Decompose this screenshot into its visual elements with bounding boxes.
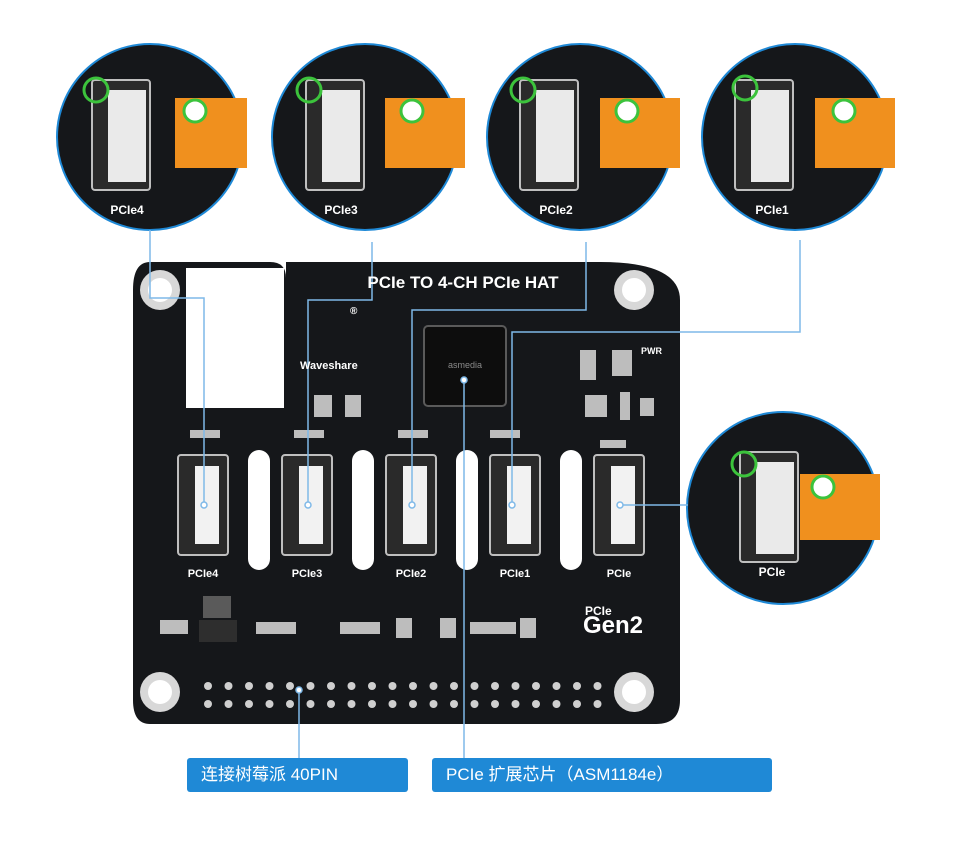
zoom-circles: [56, 43, 895, 605]
svg-text:asmedia: asmedia: [448, 360, 482, 370]
gpio-pin: [368, 682, 376, 690]
gpio-pin: [265, 700, 274, 708]
gpio-pin: [327, 700, 335, 708]
zoom-label-pcie4: PCIe4: [110, 203, 144, 217]
gpio-pin: [204, 700, 212, 708]
gpio-pin: [306, 682, 315, 690]
gpio-pin: [573, 682, 581, 690]
gpio-pin: [470, 682, 479, 690]
gpio-pin: [429, 700, 438, 708]
gpio-pin: [450, 682, 458, 690]
zoom-pcie3: [271, 43, 465, 231]
leader-dots: [200, 376, 624, 694]
smd-components: [160, 350, 654, 642]
pwr-label: PWR: [641, 346, 662, 356]
gpio-pin: [409, 682, 417, 690]
gpio-pin: [347, 682, 356, 690]
gpio-pin: [429, 682, 438, 690]
gpio-pin: [593, 682, 602, 690]
gpio-pin: [224, 700, 233, 708]
gpio-pin: [491, 700, 499, 708]
brand-mark: ®: [350, 306, 358, 317]
asm-chip: asmedia: [423, 325, 507, 407]
port-label-pcie1: PCIe1: [499, 568, 531, 580]
port-label-pcie4: PCIe4: [187, 568, 219, 580]
board-title: PCIe TO 4-CH PCIe HAT: [367, 273, 559, 292]
gpio-pin: [511, 700, 520, 708]
callout-40pin: 连接树莓派 40PIN: [187, 758, 408, 792]
gpio-pin: [286, 700, 294, 708]
gpio-pin: [532, 682, 540, 690]
gpio-pin: [470, 700, 479, 708]
brand-name: Waveshare: [300, 360, 358, 372]
zoom-label-pcie: PCIe: [758, 565, 786, 579]
gen-label-top: PCIe: [585, 604, 612, 618]
gpio-pin: [511, 682, 520, 690]
leader-lines: [149, 230, 801, 758]
zoom-pcie: [686, 411, 880, 605]
gpio-pin: [245, 700, 253, 708]
port-label-pcie: PCIe: [606, 568, 632, 580]
gpio-pin: [347, 700, 356, 708]
gpio-pin: [204, 682, 212, 690]
board-slots: [248, 450, 582, 570]
gen-label-big: Gen2: [583, 612, 644, 639]
callout-chip: PCIe 扩展芯片（ASM1184e）: [432, 758, 772, 792]
gpio-pin: [327, 682, 335, 690]
zoom-label-pcie3: PCIe3: [324, 203, 358, 217]
gpio-pin: [573, 700, 581, 708]
gpio-header: [204, 682, 602, 708]
gpio-pin: [552, 700, 561, 708]
zoom-pcie4: [56, 43, 247, 231]
gpio-pin: [532, 700, 540, 708]
gpio-pin: [409, 700, 417, 708]
gpio-pin: [265, 682, 274, 690]
zoom-pcie1: [701, 43, 895, 231]
zoom-pcie2: [486, 43, 680, 231]
gpio-pin: [450, 700, 458, 708]
gpio-pin: [368, 700, 376, 708]
gpio-pin: [593, 700, 602, 708]
port-label-pcie2: PCIe2: [395, 568, 427, 580]
gpio-pin: [388, 700, 397, 708]
gpio-pin: [388, 682, 397, 690]
gpio-pin: [552, 682, 561, 690]
gpio-pin: [491, 682, 499, 690]
zoom-label-pcie1: PCIe1: [755, 203, 789, 217]
gpio-pin: [245, 682, 253, 690]
zoom-label-pcie2: PCIe2: [539, 203, 573, 217]
gpio-pin: [306, 700, 315, 708]
port-label-pcie3: PCIe3: [291, 568, 323, 580]
gpio-pin: [286, 682, 294, 690]
gpio-pin: [224, 682, 233, 690]
